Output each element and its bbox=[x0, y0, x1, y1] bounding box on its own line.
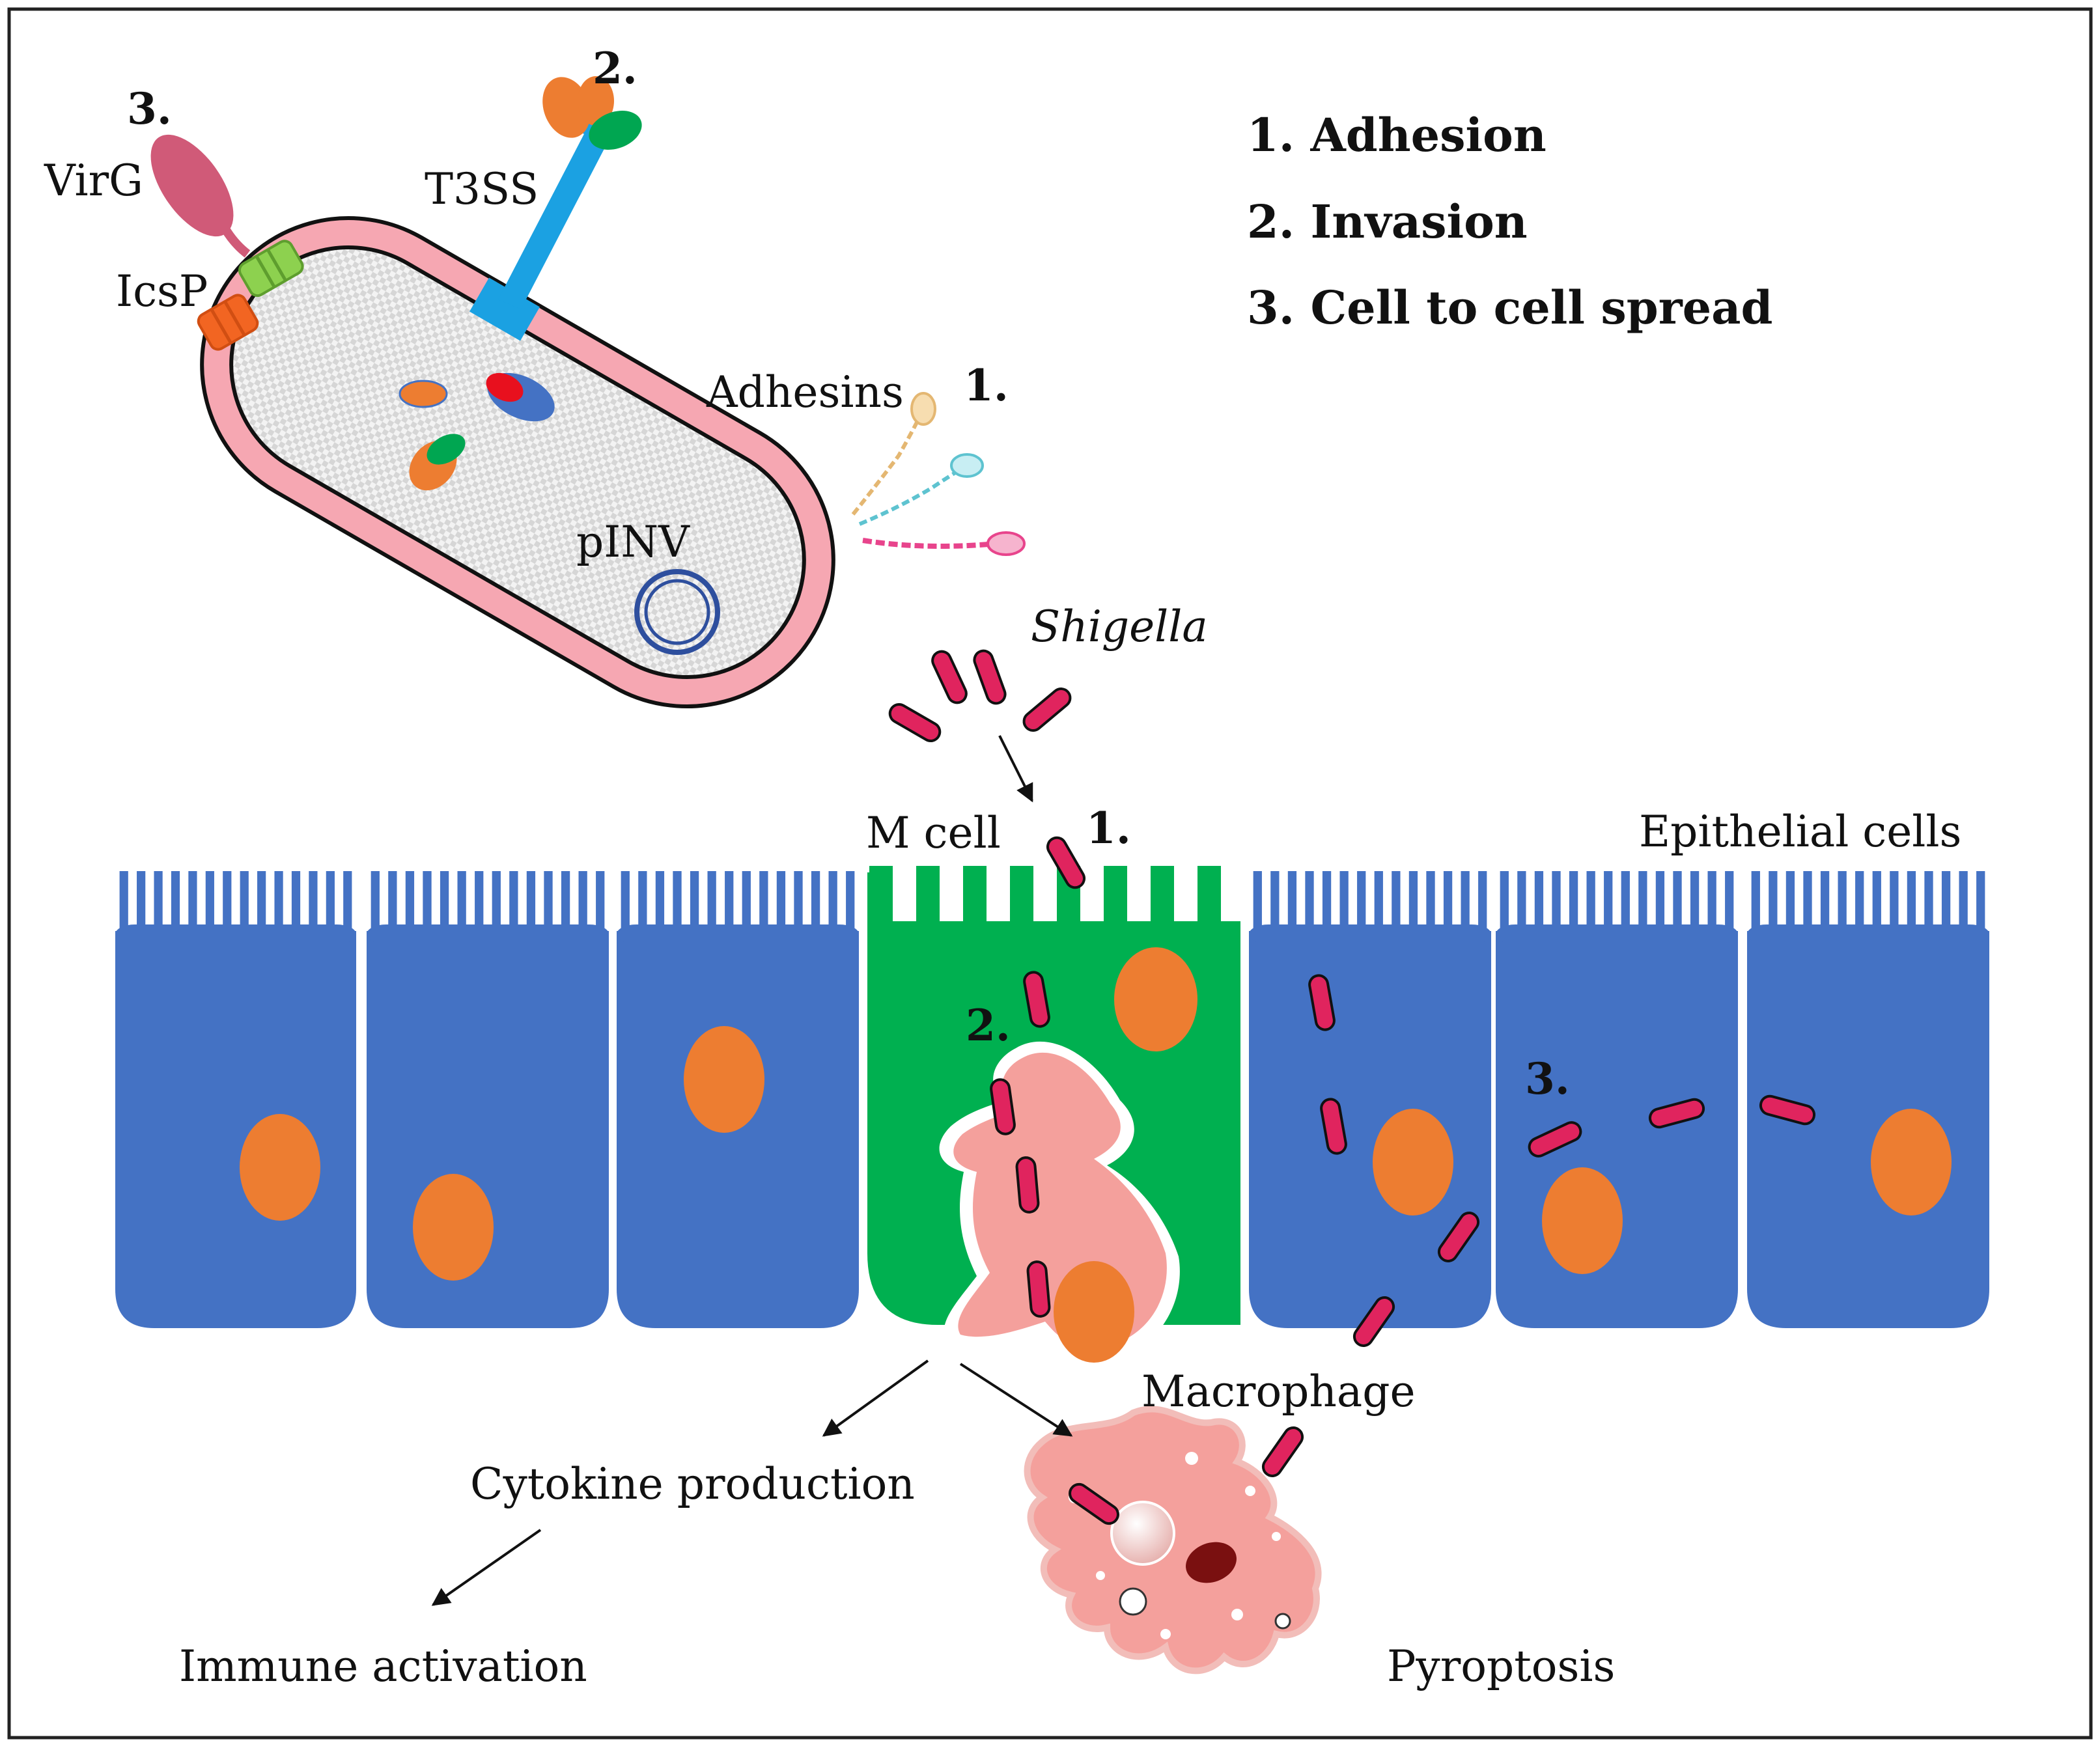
epithelium bbox=[115, 866, 1989, 1363]
t3ss-apparatus bbox=[469, 76, 642, 341]
label-t3ss: T3SS bbox=[425, 164, 539, 214]
epithelial-nucleus bbox=[1542, 1167, 1623, 1274]
label-number-t3ss: 2. bbox=[593, 43, 637, 94]
m-cell-nucleus bbox=[1114, 947, 1197, 1051]
labels: 1. Adhesion 2. Invasion 3. Cell to cell … bbox=[44, 43, 1961, 1691]
label-epithelial-cells: Epithelial cells bbox=[1639, 807, 1961, 857]
pyroptotic-macrophage bbox=[1024, 1406, 1322, 1674]
shigella-rod bbox=[931, 650, 968, 704]
shigella-rod bbox=[973, 649, 1007, 705]
shigella-rod bbox=[1528, 1121, 1582, 1158]
shigella-rod bbox=[1320, 1098, 1347, 1155]
epithelial-cell bbox=[1747, 871, 1989, 1328]
label-number-virg: 3. bbox=[127, 83, 172, 134]
m-cell-villus bbox=[1010, 866, 1033, 892]
label-cytokine-production: Cytokine production bbox=[470, 1459, 915, 1509]
epithelial-nucleus bbox=[1373, 1109, 1453, 1215]
m-cell-villus bbox=[916, 866, 940, 892]
shigella-rod bbox=[1759, 1094, 1816, 1126]
icsp-protein bbox=[197, 294, 259, 351]
label-pinv: pINV bbox=[576, 517, 690, 567]
label-immune-activation: Immune activation bbox=[179, 1641, 587, 1691]
shigella-rod bbox=[1046, 836, 1085, 889]
arrow-shigella-to-mcell bbox=[998, 735, 1033, 803]
epithelial-cell bbox=[617, 871, 859, 1328]
macrophage-nucleus bbox=[1054, 1261, 1134, 1363]
shigella-rod bbox=[1069, 1482, 1119, 1525]
shigella-rod bbox=[1261, 1426, 1304, 1477]
figure-border bbox=[7, 7, 2093, 1740]
epithelial-nucleus bbox=[413, 1174, 494, 1281]
epithelial-cell bbox=[367, 871, 609, 1328]
arrow-to-pyroptosis bbox=[959, 1363, 1073, 1437]
epithelial-nucleus bbox=[684, 1026, 764, 1133]
virg-protein bbox=[150, 134, 304, 298]
shigella-rod bbox=[1648, 1098, 1705, 1129]
shigella-rod bbox=[1022, 688, 1072, 732]
m-cell-villus bbox=[1197, 866, 1221, 892]
m-cell-villus bbox=[1104, 866, 1127, 892]
shigella-rod bbox=[990, 1078, 1016, 1135]
m-cell-villus bbox=[869, 866, 893, 892]
m-cell-villus bbox=[1151, 866, 1174, 892]
label-number-adhesion: 1. bbox=[1086, 803, 1131, 854]
label-macrophage: Macrophage bbox=[1141, 1367, 1416, 1417]
shigella-rod bbox=[888, 703, 942, 742]
shigella-rod bbox=[1437, 1212, 1480, 1262]
arrows bbox=[431, 735, 1073, 1606]
effector-proteins bbox=[399, 372, 555, 491]
label-adhesins: Adhesins bbox=[706, 367, 904, 417]
epithelial-cell bbox=[115, 871, 356, 1328]
legend-adhesion: 1. Adhesion bbox=[1247, 108, 1547, 162]
epithelial-cell bbox=[1496, 871, 1738, 1328]
arrow-to-immune-activation bbox=[431, 1529, 542, 1606]
epithelial-nucleus bbox=[240, 1114, 320, 1221]
label-m-cell: M cell bbox=[866, 808, 1001, 858]
shigella-rod bbox=[1308, 974, 1336, 1031]
shigella-rod bbox=[1026, 1260, 1051, 1318]
bacterium bbox=[150, 76, 1026, 708]
shigella-rod bbox=[1023, 971, 1050, 1028]
label-number-invasion: 2. bbox=[966, 1000, 1011, 1051]
shigella-rod bbox=[1352, 1296, 1395, 1347]
epithelial-nucleus bbox=[1871, 1109, 1952, 1215]
m-cell-villus bbox=[963, 866, 987, 892]
label-shigella: Shigella bbox=[1031, 602, 1208, 652]
legend-invasion: 2. Invasion bbox=[1247, 195, 1528, 249]
label-virg: VirG bbox=[44, 156, 143, 206]
arrow-to-cytokine bbox=[822, 1359, 929, 1437]
legend-cell-spread: 3. Cell to cell spread bbox=[1247, 281, 1772, 335]
label-number-adhesins: 1. bbox=[964, 360, 1009, 411]
label-number-spread: 3. bbox=[1525, 1053, 1570, 1104]
shigella-rod bbox=[1015, 1156, 1040, 1214]
label-pyroptosis: Pyroptosis bbox=[1387, 1641, 1615, 1691]
epithelial-cell bbox=[1249, 871, 1491, 1328]
pinv-plasmid bbox=[634, 569, 720, 655]
label-icsp: IcsP bbox=[116, 266, 208, 316]
shigella-rods bbox=[888, 649, 1816, 1525]
adhesins bbox=[851, 392, 1026, 556]
